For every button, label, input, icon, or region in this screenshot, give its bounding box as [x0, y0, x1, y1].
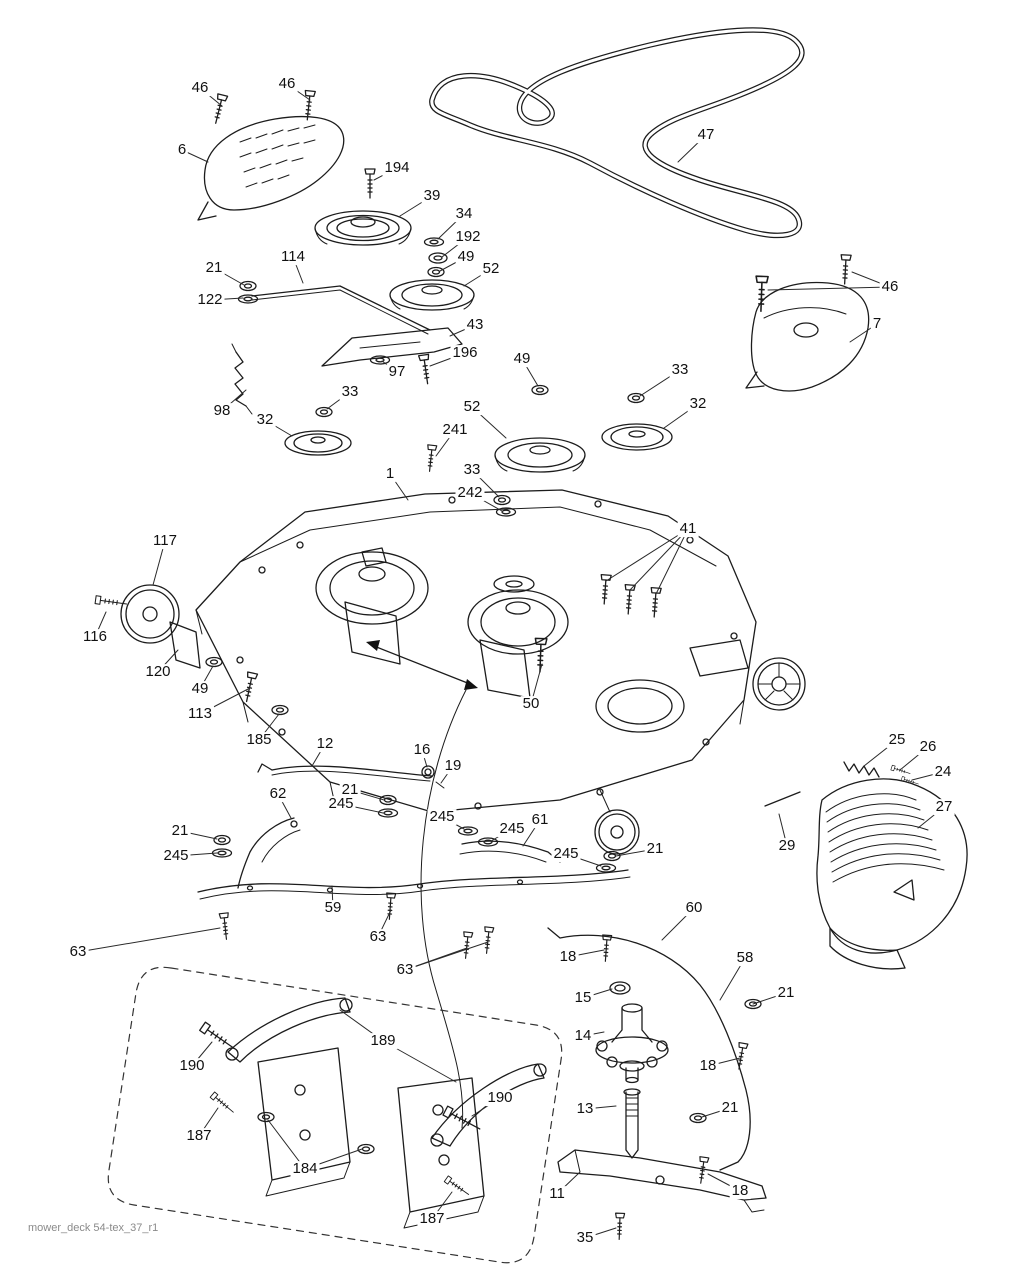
- leader-lines: [77, 83, 945, 1239]
- watermark-text: mower_deck 54-tex_37_r1: [28, 1222, 159, 1234]
- suspension-brackets: [211, 794, 621, 889]
- brake-rod-58-60: [547, 927, 762, 1171]
- pulley-39: [314, 210, 412, 246]
- screw-fasteners: [210, 89, 852, 473]
- lift-rod-12: [257, 763, 445, 789]
- gauge-wheel-right: [594, 657, 806, 855]
- mandrel-cover-right: [745, 281, 870, 392]
- mandrel-cover-left: [197, 115, 345, 221]
- lift-bar-59: [197, 869, 631, 960]
- bracket-detail-inset: [107, 966, 563, 1264]
- drive-belt: [429, 27, 805, 239]
- gauge-wheel-left: [94, 584, 289, 716]
- deck-shell: [195, 489, 757, 1129]
- idler-arm-and-spring: [231, 280, 431, 415]
- discharge-chute: [764, 761, 968, 970]
- spindle-assembly: [557, 981, 767, 1241]
- idler-stack: [389, 237, 475, 311]
- pulley-row: [284, 384, 673, 517]
- idler-bracket-43: [321, 327, 463, 367]
